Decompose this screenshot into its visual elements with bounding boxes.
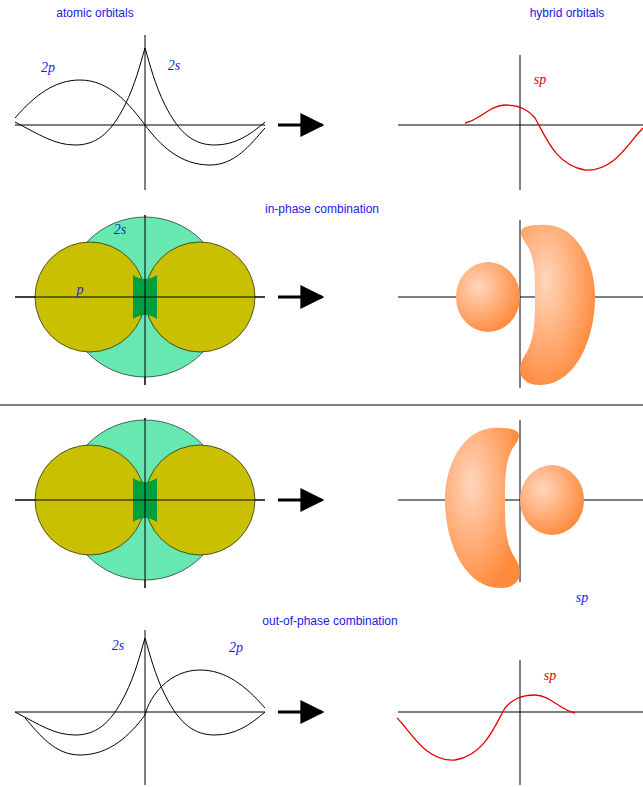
orbital-label: p bbox=[77, 282, 84, 297]
hybrid-label: sp bbox=[544, 668, 556, 683]
orbital-label: 2s bbox=[168, 58, 180, 73]
row-heading: in-phase combination bbox=[265, 203, 379, 216]
column-heading: atomic orbitals bbox=[56, 7, 133, 20]
orbital-label: 2p bbox=[41, 60, 55, 75]
orbital-label: 2p bbox=[229, 640, 243, 655]
column-heading: hybrid orbitals bbox=[530, 7, 605, 20]
orbital-label: 2s bbox=[114, 222, 126, 237]
hybrid-label: sp bbox=[576, 590, 588, 605]
row-heading: out-of-phase combination bbox=[262, 615, 397, 628]
hybrid-label: sp bbox=[534, 72, 546, 87]
orbital-label: 2s bbox=[112, 638, 124, 653]
